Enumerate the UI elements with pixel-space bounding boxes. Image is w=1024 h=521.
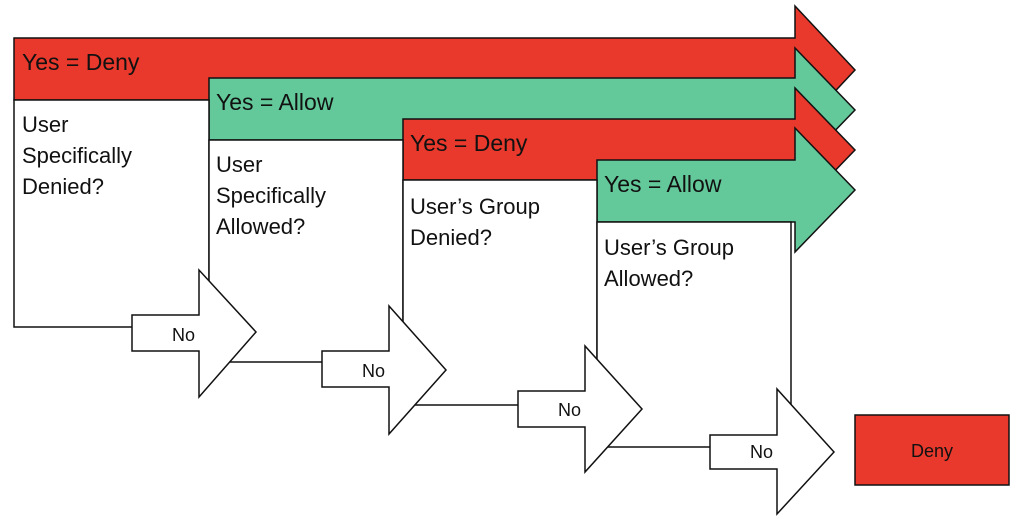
question-texts: User Specifically Denied? User Specifica…	[22, 112, 740, 291]
yes-label-step-3: Yes = Deny	[410, 130, 528, 156]
question-line: Denied?	[22, 174, 104, 199]
no-arrow-step-4	[709, 387, 836, 516]
yes-arrows	[13, 4, 857, 254]
question-line: Specifically	[22, 143, 132, 168]
no-arrow-step-2	[321, 304, 448, 436]
no-arrow-step-3	[517, 344, 644, 474]
yes-label-step-4: Yes = Allow	[604, 171, 722, 197]
question-line: Allowed?	[216, 214, 305, 239]
question-line: User	[22, 112, 68, 137]
question-box-step-1	[13, 99, 210, 328]
question-text-step-2: User Specifically Allowed?	[216, 152, 332, 239]
question-line: Denied?	[410, 225, 492, 250]
no-label-step-4: No	[750, 442, 773, 462]
no-label-step-1: No	[172, 325, 195, 345]
question-line: Specifically	[216, 183, 326, 208]
question-line: User’s Group	[604, 235, 734, 260]
question-line: User’s Group	[410, 194, 540, 219]
final-deny-box	[854, 414, 1010, 486]
yes-label-step-1: Yes = Deny	[22, 49, 140, 75]
question-text-step-1: User Specifically Denied?	[22, 112, 138, 199]
no-label-step-3: No	[558, 400, 581, 420]
question-text-step-4: User’s Group Allowed?	[604, 235, 740, 291]
question-line: User	[216, 152, 262, 177]
question-text-step-3: User’s Group Denied?	[410, 194, 546, 250]
question-line: Allowed?	[604, 266, 693, 291]
yes-label-step-2: Yes = Allow	[216, 89, 334, 115]
no-arrow-step-1	[131, 268, 258, 399]
no-label-step-2: No	[362, 361, 385, 381]
no-arrows	[131, 268, 836, 516]
final-deny-label: Deny	[911, 441, 953, 461]
yes-labels: Yes = Deny Yes = Allow Yes = Deny Yes = …	[22, 49, 722, 197]
no-labels: No No No No	[172, 325, 773, 462]
